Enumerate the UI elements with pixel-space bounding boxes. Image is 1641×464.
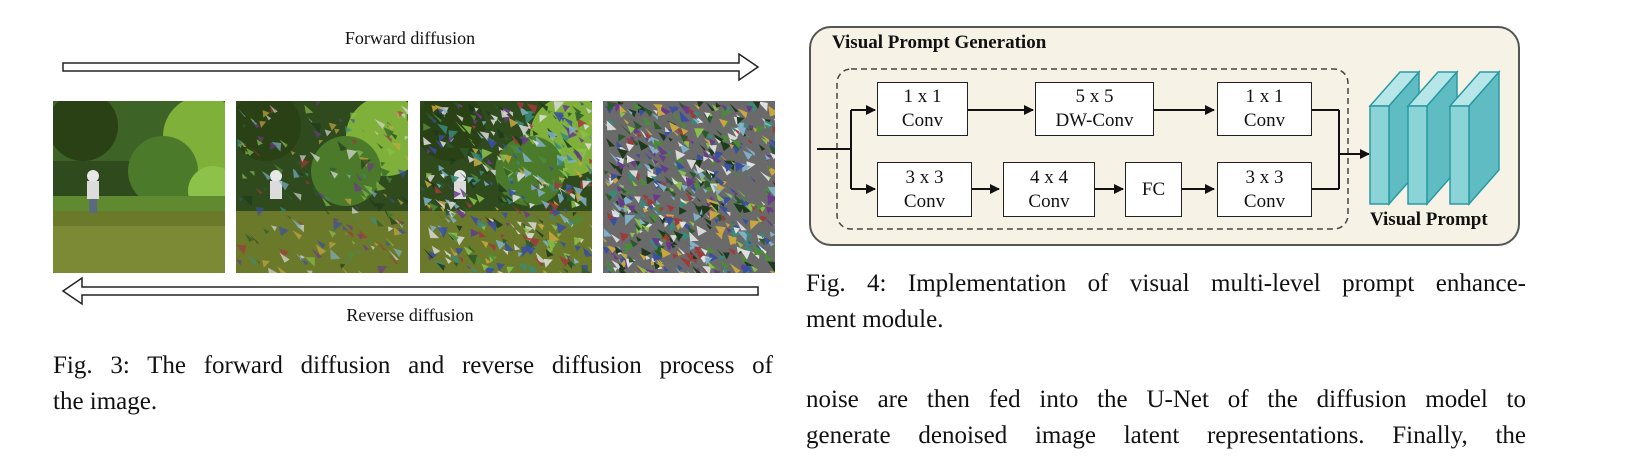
prompt-generation-diagram (817, 68, 1501, 230)
block-op-label: Conv (903, 190, 946, 212)
body-line-1: noise are then fed into the U-Net of the… (806, 386, 1526, 413)
panel-title: Visual Prompt Generation (832, 32, 1047, 53)
visual-prompt-icon (1368, 70, 1501, 206)
reverse-diffusion-label: Reverse diffusion (346, 305, 474, 325)
figure-3-caption-line-1: Fig. 3: The forward diffusion and revers… (53, 352, 773, 379)
conv-1x1-block-top-left: 1 x 1 Conv (877, 82, 968, 136)
conv-3x3-block-right: 3 x 3 Conv (1217, 162, 1312, 217)
light-noise-image (236, 101, 408, 273)
block-op-label: Conv (1243, 110, 1286, 131)
conv-4x4-block: 4 x 4 Conv (1003, 162, 1095, 217)
medium-noise-image (420, 101, 592, 273)
figure-3-caption-line-2: the image. (53, 388, 158, 415)
dashed-module-boundary (836, 68, 1349, 230)
body-line-2: generate denoised image latent represent… (806, 422, 1526, 449)
block-op-label: Conv (901, 110, 944, 131)
conv-1x1-block-top-right: 1 x 1 Conv (1217, 82, 1312, 136)
figure-3-caption: Fig. 3: The forward diffusion and revers… (53, 348, 773, 420)
visual-prompt-label: Visual Prompt (1370, 209, 1488, 230)
block-kernel-label: 1 x 1 (903, 86, 942, 107)
body-paragraph: noise are then fed into the U-Net of the… (806, 382, 1526, 454)
block-op-label: FC (1141, 178, 1166, 200)
reverse-diffusion-arrow (61, 276, 759, 306)
conv-3x3-block-left: 3 x 3 Conv (877, 162, 972, 217)
figure-4-caption-line-1: Fig. 4: Implementation of visual multi-l… (806, 270, 1526, 297)
fc-block: FC (1125, 162, 1182, 217)
forward-diffusion-label: Forward diffusion (344, 28, 476, 48)
block-kernel-label: 5 x 5 (1075, 86, 1114, 107)
figure-4-caption: Fig. 4: Implementation of visual multi-l… (806, 266, 1526, 338)
block-op-label: DW-Conv (1055, 110, 1134, 131)
block-kernel-label: 3 x 3 (1245, 166, 1284, 188)
block-kernel-label: 4 x 4 (1030, 166, 1068, 188)
prompt-slab-2 (1406, 70, 1459, 206)
full-noise-image (603, 101, 775, 273)
block-op-label: Conv (1243, 190, 1286, 212)
prompt-slab-3 (1448, 70, 1501, 206)
block-kernel-label: 3 x 3 (905, 166, 944, 188)
figure-4-caption-line-2: ment module. (806, 306, 944, 333)
clean-image (53, 101, 225, 273)
block-op-label: Conv (1028, 190, 1070, 212)
dw-conv-5x5-block: 5 x 5 DW-Conv (1035, 82, 1154, 136)
block-kernel-label: 1 x 1 (1245, 86, 1284, 107)
forward-diffusion-arrow (62, 52, 760, 82)
